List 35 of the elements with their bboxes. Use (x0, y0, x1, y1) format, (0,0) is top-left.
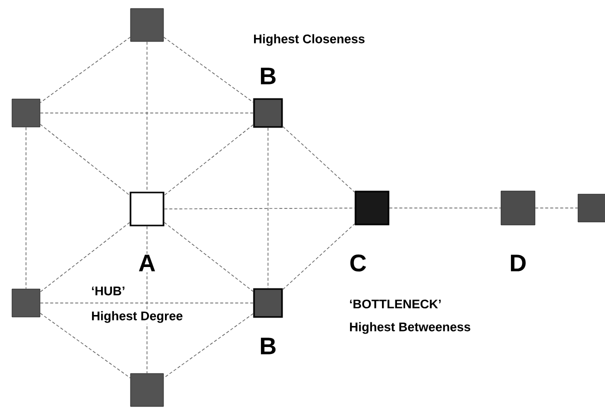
dashed-line (40, 222, 130, 292)
network-node (130, 8, 164, 42)
node-letter: A (137, 254, 157, 272)
node-letter: B (258, 66, 278, 86)
dashed-line (40, 112, 254, 114)
network-node (253, 98, 283, 128)
node-letter: D (508, 254, 528, 272)
dashed-line (40, 36, 131, 104)
node-letter: B (258, 336, 278, 356)
network-node (12, 288, 40, 318)
dashed-line (146, 41, 148, 192)
dashed-line (40, 124, 130, 196)
dashed-line (164, 222, 254, 292)
network-node (253, 288, 283, 318)
network-node (578, 194, 605, 222)
dashed-line (164, 124, 254, 196)
dashed-line (163, 36, 254, 103)
dashed-line (40, 302, 254, 304)
dashed-line (282, 223, 356, 290)
annotation-text: Highest Closeness (252, 33, 366, 47)
network-node (130, 373, 164, 407)
dashed-line (163, 313, 254, 378)
dashed-line (146, 226, 148, 374)
dashed-line (40, 312, 131, 378)
dashed-line (164, 208, 356, 210)
annotation-text: ‘BOTTLENECK’ (348, 298, 443, 310)
network-node (12, 98, 40, 128)
annotation-text: Highest Betweeness (348, 321, 472, 335)
network-node (130, 192, 164, 226)
annotation-text: Highest Degree (90, 310, 184, 324)
node-letter: C (348, 254, 368, 272)
network-node (354, 190, 390, 226)
network-node (500, 190, 536, 226)
annotation-text: ‘HUB’ (90, 286, 126, 296)
dashed-line (282, 126, 356, 193)
